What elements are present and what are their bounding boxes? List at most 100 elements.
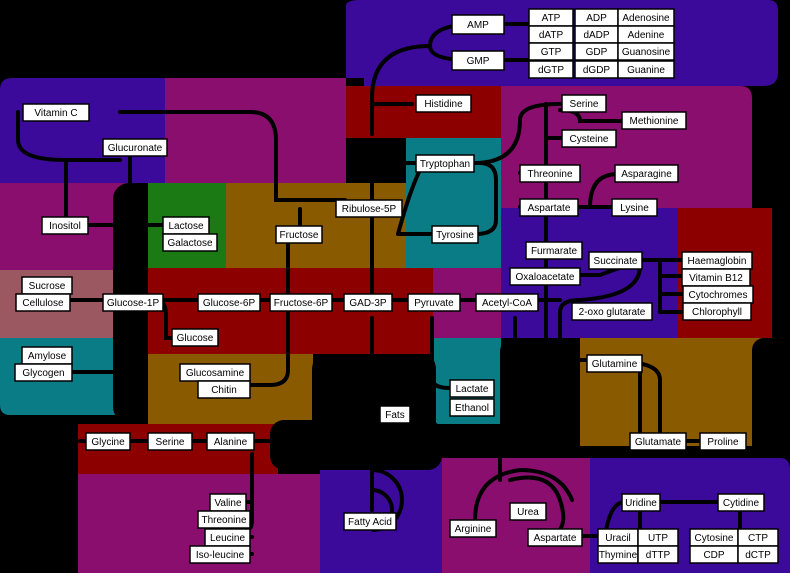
node-label: Proline	[707, 437, 739, 448]
node-box	[275, 225, 323, 244]
node-glutamine: Glutamine	[586, 354, 643, 373]
node-label: dGTP	[538, 65, 564, 76]
node-box	[717, 493, 765, 512]
node-label: Fats	[385, 410, 404, 421]
node-box	[614, 164, 679, 183]
node-asparagine: Asparagine	[614, 164, 679, 183]
node-label: Fructose-6P	[274, 298, 329, 309]
node-gad-3p: GAD-3P	[343, 293, 393, 312]
node-label: Fatty Acid	[348, 517, 392, 528]
node-label: UTP	[648, 533, 668, 544]
node-box	[519, 198, 579, 217]
node-box	[528, 60, 574, 79]
node-box	[682, 302, 752, 321]
node-box	[475, 293, 539, 312]
node-furmarate: Furmarate	[525, 241, 583, 260]
node-serine-top: Serine	[561, 94, 607, 113]
node-box	[197, 380, 251, 399]
node-glucuronate: Glucuronate	[102, 138, 168, 157]
node-label: Fructose	[280, 230, 319, 241]
node-tryptophan: Tryptophan	[415, 154, 475, 173]
node-label: Threonine	[527, 169, 572, 180]
node-label: CTP	[748, 533, 768, 544]
node-box	[431, 225, 479, 244]
node-label: Galactose	[167, 238, 212, 249]
node-label: Glucose-1P	[107, 298, 160, 309]
node-alanine: Alanine	[206, 432, 255, 451]
node-label: GAD-3P	[349, 298, 387, 309]
node-box	[14, 363, 73, 382]
node-glucose-6p: Glucose-6P	[197, 293, 261, 312]
node-label: Cytidine	[723, 498, 760, 509]
node-box	[527, 528, 583, 547]
node-glycogen: Glycogen	[14, 363, 73, 382]
node-label: Iso-leucine	[196, 550, 245, 561]
node-label: GTP	[541, 47, 562, 58]
node-cytidine: Cytidine	[717, 493, 765, 512]
node-box	[189, 545, 251, 564]
node-label: ADP	[586, 13, 607, 24]
node-guanine: Guanine	[617, 60, 675, 79]
node-label: Asparagine	[621, 169, 672, 180]
node-label: Arginine	[455, 524, 492, 535]
node-box	[617, 42, 675, 61]
node-label: Threonine	[201, 515, 246, 526]
node-label: GDP	[586, 47, 608, 58]
node-label: Aspartate	[534, 533, 577, 544]
node-cellulose: Cellulose	[15, 293, 71, 312]
node-datp: dATP	[528, 25, 574, 44]
node-label: Glucosamine	[186, 368, 245, 379]
node-tyrosine: Tyrosine	[431, 225, 479, 244]
node-label: Ribulose-5P	[342, 204, 397, 215]
node-gdp: GDP	[574, 42, 619, 61]
node-box	[621, 111, 687, 130]
node-glucose-1p: Glucose-1P	[102, 293, 164, 312]
node-gmp: GMP	[451, 50, 505, 71]
node-glycine: Glycine	[85, 432, 131, 451]
node-label: Uracil	[605, 533, 631, 544]
node-fats: Fats	[379, 405, 411, 424]
node-label: CDP	[703, 550, 724, 561]
node-box	[269, 293, 333, 312]
node-urea: Urea	[509, 502, 547, 521]
node-label: Vitamin C	[34, 108, 77, 119]
node-label: ATP	[542, 13, 561, 24]
node-box	[335, 199, 403, 218]
node-box	[102, 138, 168, 157]
node-label: Glutamine	[592, 359, 638, 370]
node-label: dATP	[539, 30, 564, 41]
node-label: Succinate	[594, 256, 638, 267]
node-lysine: Lysine	[611, 198, 658, 217]
node-box	[15, 293, 71, 312]
node-box	[621, 493, 661, 512]
node-inositol: Inositol	[41, 216, 89, 235]
node-label: Lysine	[620, 203, 649, 214]
node-thymine: Thymine	[597, 545, 639, 564]
node-label: Glycogen	[22, 368, 64, 379]
node-fatty-acid: Fatty Acid	[343, 512, 397, 531]
node-adenine: Adenine	[617, 25, 675, 44]
node-box	[611, 198, 658, 217]
node-label: Sucrose	[29, 281, 66, 292]
node-ribulose-5p: Ribulose-5P	[335, 199, 403, 218]
node-label: Guanine	[627, 65, 665, 76]
node-iso-leucine: Iso-leucine	[189, 545, 251, 564]
node-box	[588, 251, 643, 270]
node-threonine-top: Threonine	[519, 164, 581, 183]
node-cdp: CDP	[689, 545, 739, 564]
node-label: dTTP	[646, 550, 671, 561]
node-glucose: Glucose	[171, 328, 219, 347]
node-label: Lactose	[168, 221, 203, 232]
node-amylose: Amylose	[21, 346, 73, 365]
node-box	[629, 432, 687, 451]
node-ethanol: Ethanol	[449, 398, 495, 417]
node-box	[343, 293, 393, 312]
node-label: Histidine	[424, 99, 463, 110]
node-cytosine: Cytosine	[689, 528, 739, 547]
node-label: Methionine	[630, 116, 679, 127]
node-box	[528, 42, 574, 61]
node-threonine-bottom: Threonine	[197, 510, 251, 529]
node-label: dCTP	[745, 550, 771, 561]
node-box	[571, 302, 653, 321]
